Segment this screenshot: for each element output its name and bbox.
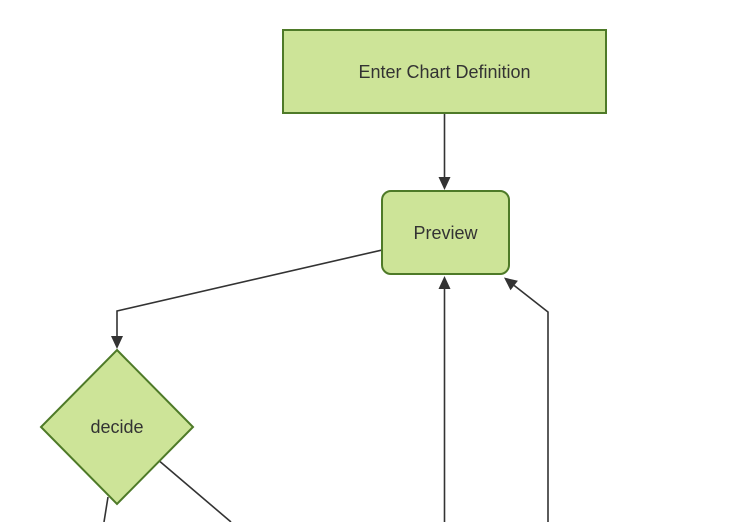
node-enter-chart-definition: Enter Chart Definition: [282, 29, 607, 114]
arrowhead-bottomright-to-preview: [504, 277, 518, 291]
arrowhead-preview-to-decide: [111, 336, 123, 349]
node-enter-chart-definition-label: Enter Chart Definition: [358, 62, 530, 82]
node-preview-label: Preview: [413, 223, 478, 243]
edge-decide-to-bottomleft: [103, 496, 109, 522]
arrowhead-enter-to-preview: [438, 177, 451, 190]
edges-layer: [103, 113, 549, 522]
arrowhead-bottom-to-preview: [438, 276, 451, 289]
edge-decide-to-bottomright: [156, 458, 232, 522]
node-enter-chart-definition-shape: [282, 29, 607, 114]
edge-preview-to-decide: [116, 249, 383, 337]
node-preview: Preview: [381, 190, 510, 275]
node-decide-shape: [39, 348, 195, 506]
node-decide-label: decide: [90, 417, 143, 437]
edge-bottomright-to-preview: [513, 284, 549, 522]
node-preview-shape: [381, 190, 510, 275]
node-decide: decide: [39, 348, 195, 506]
